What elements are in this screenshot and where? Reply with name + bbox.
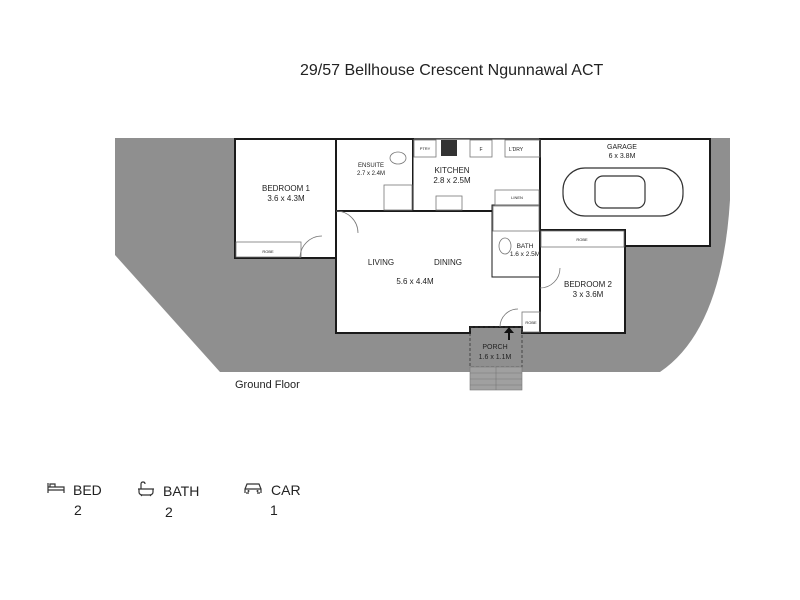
kitchen-area (412, 138, 541, 212)
entry-arrow-icon (504, 327, 514, 340)
kitchen-sink (435, 195, 463, 211)
bedroom1-area (234, 138, 337, 259)
porch-label: PORCH (482, 344, 507, 351)
stat-value: 2 (74, 502, 82, 518)
garage-label: GARAGE (607, 144, 637, 151)
garage-size: 6 x 3.8M (609, 153, 636, 160)
robe-bedroom1 (235, 241, 302, 258)
robe-bedroom2 (540, 230, 625, 248)
bath-size: 1.6 x 2.5M (510, 251, 540, 258)
kitchen-size: 2.8 x 2.5M (433, 176, 471, 185)
car-icon (243, 481, 263, 498)
toilet-ensuite (389, 151, 407, 165)
kitchen-label: KITCHEN (434, 166, 469, 175)
stat-value: 2 (165, 504, 173, 520)
living-dining-size: 5.6 x 4.4M (396, 277, 434, 286)
stat-bath: BATH 2 (137, 481, 199, 520)
bed-icon (47, 481, 65, 498)
laundry-label: L'DRY (509, 147, 524, 153)
robe-label-2: ROBE (576, 237, 588, 242)
stat-bed: BED 2 (47, 481, 102, 518)
stat-value: 1 (270, 502, 278, 518)
floor-label: Ground Floor (235, 379, 300, 391)
linen-label: LINEN (511, 195, 523, 200)
toilet-bath (498, 237, 512, 255)
stat-label: BED (73, 481, 102, 498)
bathtub (492, 205, 540, 232)
linen (494, 189, 540, 206)
bedroom2-label: BEDROOM 2 (564, 280, 613, 289)
stat-label: BATH (163, 482, 200, 499)
laundry (504, 139, 541, 158)
stat-label: CAR (271, 481, 301, 498)
steps (469, 366, 523, 391)
dining-label: DINING (434, 258, 462, 267)
bedroom1-label: BEDROOM 1 (262, 184, 311, 193)
stat-car: CAR 1 (243, 481, 301, 518)
robe-label-3: ROBE (525, 320, 537, 325)
pantry-label: PTRY (420, 146, 431, 151)
shower-ensuite (383, 184, 413, 211)
ensuite-label: ENSUITE (358, 163, 384, 169)
robe-label-1: ROBE (262, 249, 274, 254)
fridge-label: F (479, 147, 482, 153)
cooktop-icon (441, 140, 457, 156)
bedroom1-size: 3.6 x 4.3M (267, 194, 305, 203)
ensuite-size: 2.7 x 2.4M (357, 171, 385, 177)
door-swing (335, 210, 359, 234)
robe-small (521, 311, 541, 333)
bath-label: BATH (517, 243, 534, 250)
property-address-title: 29/57 Bellhouse Crescent Ngunnawal ACT (300, 62, 604, 79)
porch-size: 1.6 x 1.1M (479, 354, 512, 361)
pantry (413, 139, 437, 158)
fridge (469, 139, 493, 158)
bath-area (491, 204, 541, 278)
bedroom2-size: 3 x 3.6M (573, 290, 604, 299)
car-icon (562, 167, 684, 217)
bath-icon (137, 481, 155, 500)
living-label: LIVING (368, 258, 394, 267)
